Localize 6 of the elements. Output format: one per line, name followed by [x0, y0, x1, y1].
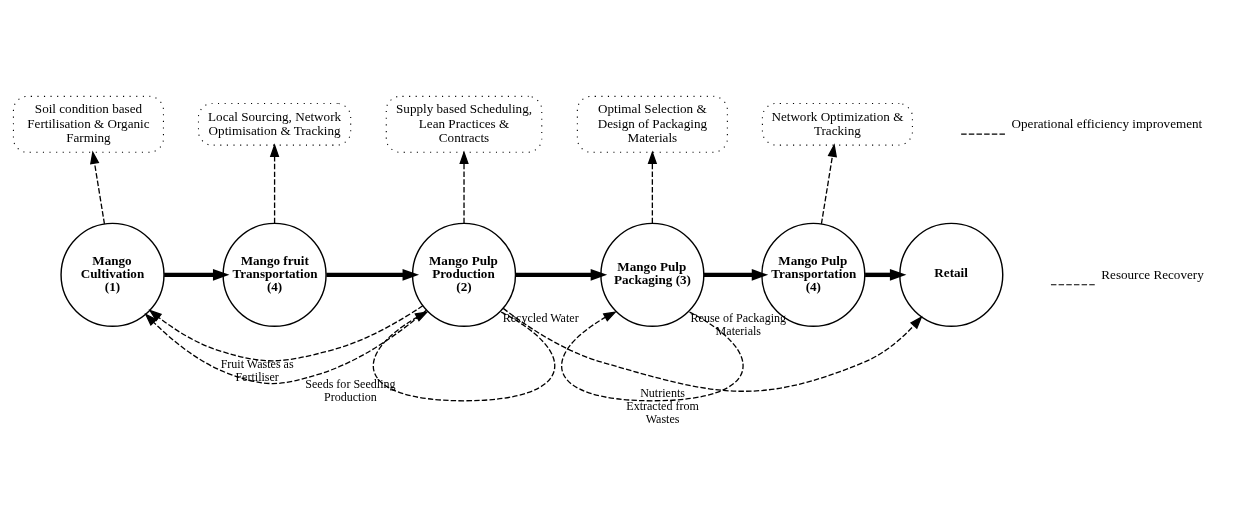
edge-label: Nutrients Extracted from Wastes	[626, 385, 699, 427]
legend-label: Operational efficiency improvement	[1011, 116, 1203, 132]
edge-label: Fruit Wastes as Fertiliser	[220, 357, 294, 385]
legend-label: Resource Recovery	[1101, 266, 1204, 282]
edge-label: Seeds for Seedling Production	[305, 377, 396, 405]
edge-label: Reuse of Packaging Materials	[690, 310, 787, 338]
